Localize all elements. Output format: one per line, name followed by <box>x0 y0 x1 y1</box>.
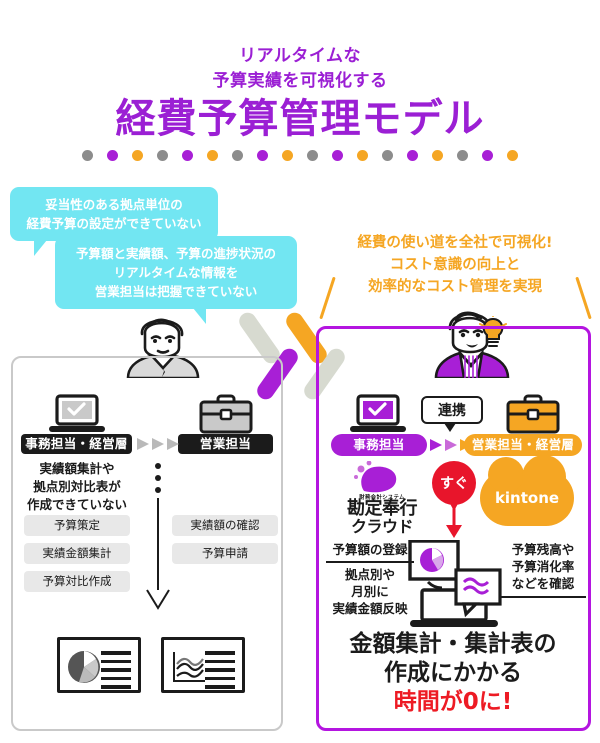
triple-arrow-colored-icon <box>430 439 472 451</box>
result-headline-line-3: 時間が0に! <box>393 689 513 715</box>
decorative-dot <box>307 150 318 161</box>
decorative-dot <box>82 150 93 161</box>
subtitle-line-2: 予算実績を可視化する <box>212 71 388 91</box>
tag-sales-role-left: 営業担当 <box>178 434 273 454</box>
chip-office-task: 実績金額集計 <box>24 543 130 564</box>
bubble-tail-icon <box>193 308 206 324</box>
decorative-dot <box>257 150 268 161</box>
briefcase-icon <box>506 394 560 434</box>
caption-body-line-2: 月別に <box>351 584 389 599</box>
flow-dot <box>155 463 161 469</box>
decorative-dot <box>107 150 118 161</box>
decorative-dot <box>157 150 168 161</box>
decorative-dot <box>457 150 468 161</box>
problem-bubble-2-line-3: 営業担当は把握できていない <box>94 284 258 299</box>
kintone-logo: kintone <box>480 455 574 526</box>
instant-badge-tail-icon <box>448 500 460 511</box>
decorative-dot <box>382 150 393 161</box>
problem-bubble-2: 予算額と実績額、予算の進捗状況の リアルタイムな情報を 営業担当は把握できていな… <box>55 236 297 324</box>
decorative-dot <box>207 150 218 161</box>
problem-bubble-1-line-1: 妥当性のある拠点単位の <box>45 197 183 212</box>
solution-headline-line-1: 経費の使い道を全社で可視化! <box>357 235 553 251</box>
budget-register-caption-title: 予算額の登録 <box>332 542 408 557</box>
result-headline-line-1: 金額集計・集計表の <box>349 631 557 657</box>
bugyo-cloud-logo-icon <box>354 461 397 493</box>
decorative-dot <box>332 150 343 161</box>
briefcase-icon <box>199 394 253 434</box>
caption-body-line-3: 実績金額反映 <box>332 601 408 616</box>
instant-badge: すぐ <box>432 461 476 505</box>
tag-sales-role-right: 営業担当・経営層 <box>464 434 582 456</box>
budget-register-caption-body: 拠点別や 月別に 実績金額反映 <box>322 566 418 617</box>
down-arrow-icon <box>146 589 170 610</box>
decorative-dot <box>432 150 443 161</box>
page-subtitle: リアルタイムな 予算実績を可視化する <box>0 44 600 94</box>
result-headline: 金額集計・集計表の 作成にかかる 時間が0に! <box>322 630 584 717</box>
dashboard-laptop-illustration <box>408 540 502 627</box>
problem-bubble-2-line-2: リアルタイムな情報を <box>113 265 239 280</box>
chip-sales-task: 予算申請 <box>172 543 278 564</box>
product-name-line-1: 勘定奉行 <box>347 498 418 519</box>
laptop-icon <box>350 394 406 432</box>
solution-headline: 経費の使い道を全社で可視化! コスト意識の向上と 効率的なコスト管理を実現 <box>320 232 590 298</box>
kintone-label: kintone <box>494 489 560 507</box>
flow-line <box>157 498 159 590</box>
left-problem-note-line-2: 拠点別対比表が <box>33 479 121 494</box>
flow-dot <box>155 475 161 481</box>
caption-divider <box>326 561 414 563</box>
budget-check-caption: 予算残高や 予算消化率 などを確認 <box>498 541 588 592</box>
check-caption-line-1: 予算残高や <box>511 542 575 557</box>
solution-panel <box>316 326 591 731</box>
problem-bubble-2-line-1: 予算額と実績額、予算の進捗状況の <box>75 246 276 261</box>
caption-body-line-1: 拠点別や <box>344 567 395 582</box>
left-problem-note-line-3: 作成できていない <box>26 497 127 512</box>
laptop-icon <box>49 394 105 432</box>
decorative-dot <box>232 150 243 161</box>
check-caption-line-3: などを確認 <box>511 576 575 591</box>
decorative-dot <box>407 150 418 161</box>
triple-arrow-gray-icon <box>137 438 179 450</box>
chip-office-task: 予算対比作成 <box>24 571 130 592</box>
check-caption-line-2: 予算消化率 <box>511 559 575 574</box>
line-chart-report-icon <box>161 637 245 693</box>
link-badge: 連携 <box>421 396 483 424</box>
caption-divider <box>500 596 586 598</box>
left-problem-note-line-1: 実績額集計や <box>39 461 115 476</box>
decorative-dot <box>132 150 143 161</box>
product-name-line-2: クラウド <box>350 517 414 536</box>
text-lines-icon <box>101 651 131 694</box>
bubble-tail-icon <box>34 240 47 256</box>
product-small-text: 財務会計システム <box>359 495 405 501</box>
decorative-dot <box>282 150 293 161</box>
decorative-dot-row <box>0 150 600 161</box>
solution-headline-line-3: 効率的なコスト管理を実現 <box>368 279 542 295</box>
left-problem-note: 実績額集計や 拠点別対比表が 作成できていない <box>21 460 133 514</box>
result-headline-line-2: 作成にかかる <box>384 660 522 686</box>
chip-office-task: 予算策定 <box>24 515 130 536</box>
decorative-dot <box>182 150 193 161</box>
chip-sales-task: 実績額の確認 <box>172 515 278 536</box>
text-lines-icon <box>205 651 235 694</box>
flow-dot <box>155 487 161 493</box>
current-state-panel <box>11 356 283 731</box>
page-title: 経費予算管理モデル <box>115 96 485 142</box>
down-arrow-red-icon <box>446 507 462 538</box>
subtitle-line-1: リアルタイムな <box>239 46 361 66</box>
problem-bubble-1-line-2: 経費予算の設定ができていない <box>26 216 202 231</box>
solution-headline-line-2: コスト意識の向上と <box>389 257 521 273</box>
problem-bubble-1: 妥当性のある拠点単位の 経費予算の設定ができていない <box>10 187 218 256</box>
pie-chart-report-icon <box>57 637 141 693</box>
decorative-dot <box>357 150 368 161</box>
decorative-dot <box>482 150 493 161</box>
worried-businessman-illustration <box>126 318 200 378</box>
tag-office-role-right: 事務担当 <box>331 434 427 456</box>
link-badge-tail-icon <box>444 423 456 432</box>
decorative-dot <box>507 150 518 161</box>
tag-office-role-left: 事務担当・経営層 <box>21 434 132 454</box>
